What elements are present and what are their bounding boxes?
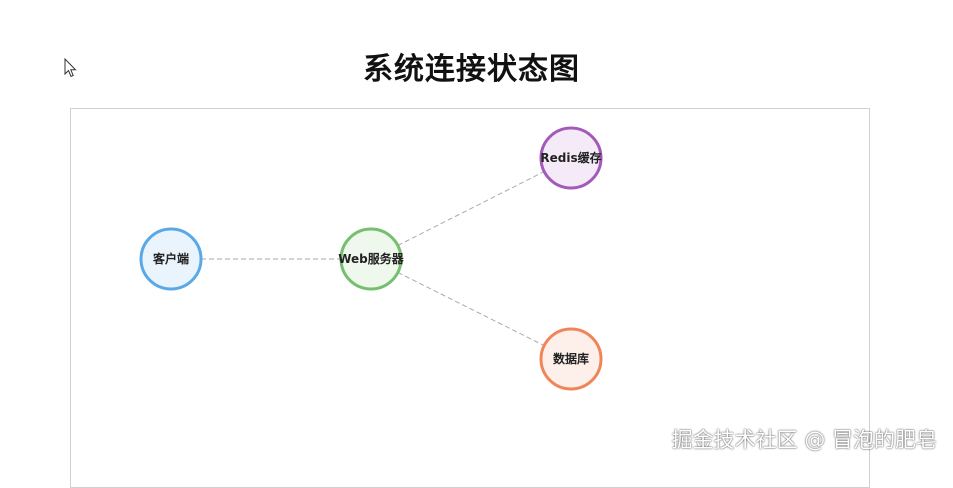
diagram-container — [70, 108, 870, 488]
node-circle-db[interactable] — [539, 327, 603, 391]
node-client[interactable]: 客户端 — [139, 227, 203, 291]
node-circle-redis[interactable] — [539, 126, 603, 190]
node-web[interactable]: Web服务器 — [338, 227, 405, 291]
page-title: 系统连接状态图 — [363, 52, 580, 87]
watermark: 掘金技术社区 @ 冒泡的肥皂 — [671, 428, 937, 452]
edge-web-db — [397, 271, 545, 347]
node-circle-client[interactable] — [139, 227, 203, 291]
node-db[interactable]: 数据库 — [539, 327, 603, 391]
mouse-cursor-icon — [64, 58, 77, 78]
edge-web-redis — [397, 171, 545, 246]
node-label-web: Web服务器 — [338, 251, 405, 266]
edges-layer — [201, 171, 545, 347]
node-label-db: 数据库 — [553, 351, 589, 366]
node-label-client: 客户端 — [152, 251, 189, 266]
node-label-redis: Redis缓存 — [540, 150, 601, 165]
node-redis[interactable]: Redis缓存 — [539, 126, 603, 190]
node-circle-web[interactable] — [339, 227, 403, 291]
